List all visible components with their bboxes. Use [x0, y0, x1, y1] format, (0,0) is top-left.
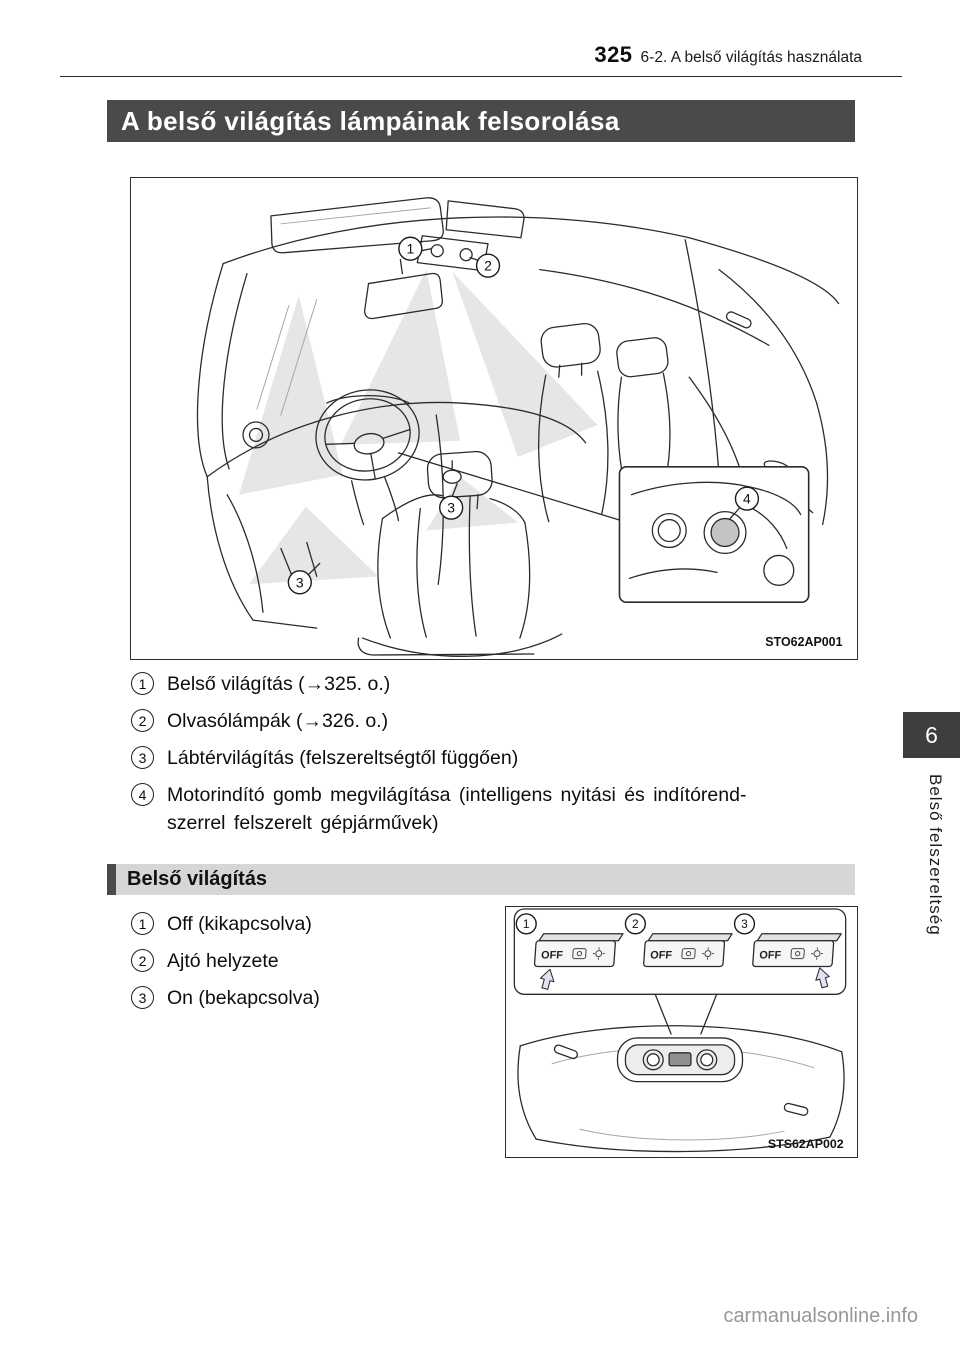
callout-1 [398, 236, 423, 261]
overhead-console-drawing [517, 1025, 845, 1153]
callout-2 [475, 253, 501, 278]
grab-handle-right [783, 1102, 809, 1116]
callout-1 [515, 913, 537, 935]
item-number-circle: 1 [131, 672, 154, 695]
switch-strip [513, 908, 847, 995]
engine-start-button [703, 510, 747, 555]
svg-text:4: 4 [743, 491, 751, 507]
list-item: 2 Olvasólámpák (→326. o.) [131, 707, 859, 735]
callout-4 [734, 486, 760, 511]
item-text: Ajtó helyzete [167, 950, 279, 972]
switch-positions-list: 1 Off (kikapcsolva) 2 Ajtó helyzete 3 On… [131, 910, 481, 1021]
page-number: 325 [594, 42, 633, 67]
item-text: Motorindító gomb megvilágítása (intellig… [167, 784, 747, 834]
rearview-mirror [363, 272, 443, 320]
chapter-tab: 6 [903, 712, 960, 758]
light-switch-2: OFF [643, 933, 733, 968]
list-item: 1 Belső világítás (→325. o.) [131, 670, 859, 698]
page-header: 325 6-2. A belső világítás használata [60, 42, 862, 68]
section-header-label: Belső világítás [127, 868, 268, 890]
light-switch-1: OFF [533, 933, 624, 968]
light-on-icon [701, 947, 714, 960]
steering-wheel [315, 389, 420, 481]
svg-text:3: 3 [447, 500, 455, 516]
section-header-bar [107, 864, 116, 895]
inset-start-button [618, 465, 810, 604]
door-light-icon [681, 948, 696, 960]
item-text: Olvasólámpák (→326. o.) [167, 710, 389, 732]
item-number-circle: 1 [131, 912, 154, 935]
callout-3a [439, 495, 464, 520]
dome-light-button [668, 1052, 692, 1067]
figure-code: STO62AP001 [765, 635, 842, 649]
item-text: Lábtérvilágítás (felszereltségtől függőe… [167, 747, 519, 769]
callout-3 [733, 913, 756, 935]
light-on-icon [811, 947, 823, 960]
item-number-circle: 4 [131, 783, 154, 806]
svg-text:2: 2 [484, 258, 492, 274]
item-number-circle: 2 [131, 949, 154, 972]
item-number-circle: 3 [131, 746, 154, 769]
section-header-belso-vilagitas: Belső világítás [107, 864, 855, 895]
figure-light-switches: OFF OFF OFF [505, 906, 858, 1158]
svg-text:3: 3 [296, 574, 304, 590]
item-text: Off (kikapcsolva) [167, 913, 312, 935]
chapter-title-vertical: Belső felszereltség [926, 774, 945, 936]
switch-position-arrow-right [815, 967, 830, 989]
callout-3b [287, 570, 312, 595]
interior-lights-list: 1 Belső világítás (→325. o.) 2 Olvasólám… [131, 670, 859, 846]
sun-visor-right [445, 200, 525, 239]
header-section-title: 6-2. A belső világítás használata [640, 49, 862, 66]
list-item: 3 On (bekapcsolva) [131, 984, 481, 1012]
svg-text:2: 2 [632, 917, 639, 931]
svg-text:1: 1 [523, 917, 530, 931]
driver-seat [357, 450, 563, 657]
cabin-line-art [196, 197, 840, 657]
svg-text:1: 1 [406, 241, 414, 257]
light-switch-3: OFF [752, 933, 842, 968]
map-light-right [696, 1049, 718, 1071]
svg-text:3: 3 [741, 917, 748, 931]
svg-text:OFF: OFF [541, 950, 564, 962]
item-number-circle: 3 [131, 986, 154, 1009]
switch-position-arrow-left [539, 968, 555, 990]
chapter-title-banner: A belső világítás lámpáinak felsorolása [107, 100, 855, 142]
item-text: On (bekapcsolva) [167, 987, 320, 1009]
light-on-icon [592, 947, 605, 960]
door-light-icon [572, 948, 587, 960]
figure-interior-lights: 1 2 3 3 4 STO62AP001 [130, 177, 858, 660]
item-text: Belső világítás (→325. o.) [167, 673, 391, 695]
figure-code: STS62AP002 [768, 1137, 844, 1151]
map-light-left [642, 1049, 664, 1071]
svg-text:OFF: OFF [650, 950, 673, 962]
list-item: 2 Ajtó helyzete [131, 947, 481, 975]
switch-callouts: 1 2 3 [515, 913, 756, 935]
chapter-number: 6 [925, 721, 938, 748]
list-item: 1 Off (kikapcsolva) [131, 910, 481, 938]
door-light-icon [790, 948, 805, 960]
item-number-circle: 2 [131, 709, 154, 732]
svg-text:OFF: OFF [759, 950, 782, 962]
header-rule [60, 76, 902, 77]
figure-callouts: 1 2 3 3 4 [287, 236, 760, 595]
inset-pointer-line [397, 452, 623, 522]
callout-2 [624, 913, 646, 935]
watermark-text: carmanualsonline.info [723, 1305, 918, 1327]
light-switches-illustration: OFF OFF OFF [513, 908, 847, 1153]
car-interior-illustration: 1 2 3 3 4 STO62AP001 [196, 197, 843, 657]
grab-handle-left [553, 1044, 578, 1060]
list-item: 3 Lábtérvilágítás (felszereltségtől függ… [131, 744, 859, 772]
list-item: 4 Motorindító gomb megvilágítása (intell… [131, 781, 859, 837]
